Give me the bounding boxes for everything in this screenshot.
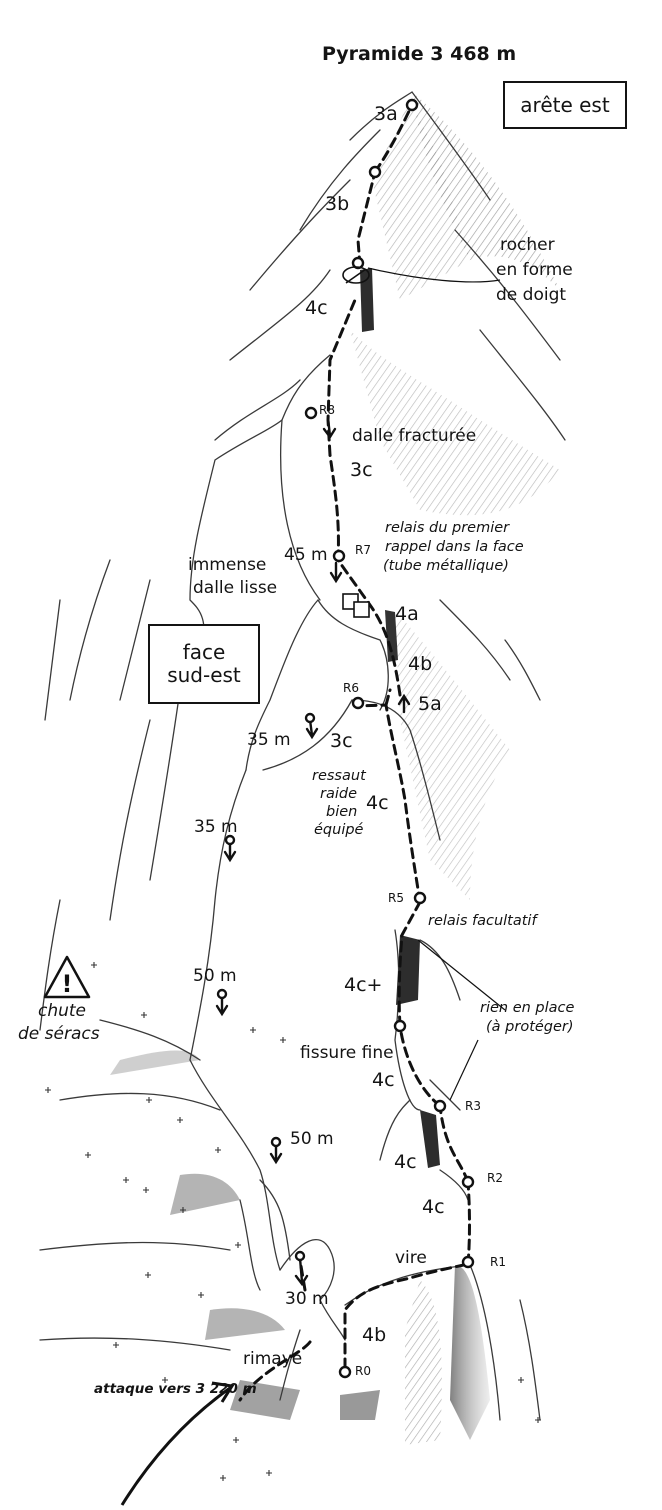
grade-label: 4c: [366, 792, 389, 814]
ridge-shading: [110, 92, 560, 1445]
note-relais-premier-rappel: rappel dans la face: [385, 539, 524, 555]
grade-label: 4c: [422, 1196, 445, 1218]
relay-label: R0: [355, 1364, 371, 1378]
relay-label: R7: [355, 543, 371, 557]
zone-face-line2: sud-est: [167, 663, 241, 687]
rappel-distance: 45 m: [284, 545, 328, 565]
grade-label: 4a: [395, 603, 419, 625]
grade-label: 4b: [362, 1324, 387, 1346]
note-chute-seracs: de séracs: [18, 1024, 100, 1044]
zone-face-box: face sud-est: [148, 624, 260, 704]
note-ressaut: équipé: [314, 822, 364, 838]
rappel-distance: 35 m: [194, 817, 238, 837]
note-dalle-fracturee: dalle fracturée: [352, 426, 477, 446]
zone-face-line1: face: [182, 640, 226, 664]
zone-arete-label: arête est: [520, 92, 610, 117]
note-relais-premier-rappel: (tube métallique): [383, 558, 509, 574]
note-relais-premier-rappel: relais du premier: [385, 520, 510, 536]
grade-label: 5a: [418, 693, 442, 715]
relay-label: R3: [465, 1099, 481, 1113]
relay-label: R6: [343, 681, 359, 695]
note-immense-dalle: dalle lisse: [193, 578, 278, 598]
note-rimaye: rimaye: [243, 1349, 303, 1369]
note-chute-seracs: chute: [38, 1001, 87, 1021]
note-fissure-fine: fissure fine: [300, 1043, 394, 1063]
note-vire: vire: [395, 1248, 427, 1268]
note-relais-facultatif: relais facultatif: [428, 913, 537, 929]
grade-label: 4c: [372, 1069, 395, 1091]
note-attaque: attaque vers 3 220 m: [94, 1381, 257, 1397]
summit-title: Pyramide 3 468 m: [322, 43, 517, 65]
finger-rock: [342, 266, 370, 284]
relay-label: R2: [487, 1171, 503, 1185]
note-rocher: rocher: [500, 235, 555, 255]
rappel-distance: 50 m: [193, 966, 237, 986]
approach-arrow: [120, 1381, 235, 1506]
warning-icon: !: [43, 955, 91, 999]
mountain-outlines: [39, 91, 566, 1421]
glacier-crosses: [45, 962, 541, 1481]
metal-tube-icon: [342, 593, 370, 618]
note-ressaut: raide: [320, 786, 358, 802]
grade-label: 3a: [374, 103, 398, 125]
note-rien-en-place: (à protéger): [486, 1019, 574, 1035]
relay-label: R8: [319, 403, 335, 417]
grade-label: 4c: [394, 1151, 417, 1173]
note-rocher: en forme: [496, 260, 573, 280]
rappel-distance: 30 m: [285, 1289, 329, 1309]
pointer-lines: [367, 267, 506, 1101]
relay-label: R1: [490, 1255, 506, 1269]
note-rocher: de doigt: [496, 285, 567, 305]
relay-label: R5: [388, 891, 404, 905]
rappel-distance: 50 m: [290, 1129, 334, 1149]
grade-label: 3c: [330, 730, 353, 752]
grade-label: 3c: [350, 459, 373, 481]
relay-rings: [216, 98, 475, 1379]
note-rien-en-place: rien en place: [480, 1000, 575, 1016]
grade-label: 4b: [408, 653, 433, 675]
zone-arete-box: arête est: [503, 81, 627, 129]
note-immense-dalle: immense: [188, 555, 267, 575]
grade-label: 3b: [325, 193, 350, 215]
warning-symbol: !: [62, 970, 73, 998]
note-ressaut: ressaut: [312, 768, 366, 784]
grade-label: 4c: [305, 297, 328, 319]
note-ressaut: bien: [326, 804, 358, 820]
grade-label: 4c+: [344, 974, 383, 996]
rappel-distance: 35 m: [247, 730, 291, 750]
rappel-arrows: [215, 416, 411, 1287]
